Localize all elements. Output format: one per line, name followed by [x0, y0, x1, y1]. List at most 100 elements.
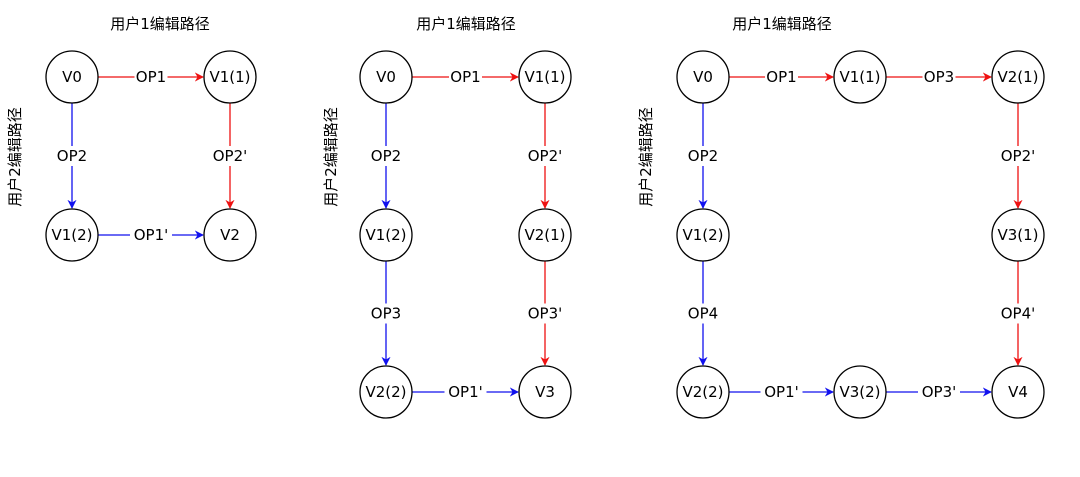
user1-path-title: 用户1编辑路径 [110, 15, 210, 33]
version-node-d2_v1_1: V1(1) [518, 50, 572, 104]
edge-d3_v3_1-to-d3_v4: OP4' [997, 261, 1039, 366]
version-node-circle [203, 50, 257, 104]
version-node-circle [676, 50, 730, 104]
version-node-label: V2(1) [524, 226, 565, 244]
version-node-label: V1(2) [682, 226, 723, 244]
edge-label-background [130, 225, 172, 245]
version-node-circle [518, 365, 572, 419]
edge-label-background [918, 382, 960, 402]
edge-label-background [449, 67, 482, 87]
user2-path-title: 用户2编辑路径 [6, 107, 24, 207]
edge-d2_v1_2-to-d2_v2_2: OP3 [369, 261, 403, 366]
edge-label: OP1' [134, 226, 169, 244]
version-node-d3_v4: V4 [991, 365, 1045, 419]
edge-label-background [765, 67, 798, 87]
edge-label-background [524, 146, 566, 166]
edge-d2_v0-to-d2_v1_2: OP2 [369, 103, 403, 209]
version-node-d2_v1_2: V1(2) [359, 208, 413, 262]
edge-d2_v1_1-to-d2_v2_1: OP2' [524, 103, 566, 209]
edge-label-background [524, 303, 566, 324]
edge-label: OP4 [688, 305, 718, 323]
version-node-label: V1(1) [209, 68, 250, 86]
version-node-d1_v1_1: V1(1) [203, 50, 257, 104]
edge-label-background [369, 303, 403, 324]
edge-label: OP2 [688, 147, 718, 165]
edge-d3_v1_1-to-d3_v2_1: OP3 [886, 67, 992, 87]
version-node-d1_v1_2: V1(2) [45, 208, 99, 262]
version-node-label: V0 [376, 68, 396, 86]
version-node-label: V3(1) [997, 226, 1038, 244]
edge-d2_v2_1-to-d2_v3: OP3' [524, 261, 566, 366]
version-node-label: V1(2) [365, 226, 406, 244]
version-node-label: V0 [693, 68, 713, 86]
user1-path-title: 用户1编辑路径 [416, 15, 516, 33]
edge-label-background [444, 382, 487, 402]
version-node-d3_v2_1: V2(1) [991, 50, 1045, 104]
edge-label: OP2' [1001, 147, 1036, 165]
version-node-d2_v2_2: V2(2) [359, 365, 413, 419]
version-node-d3_v3_2: V3(2) [833, 365, 887, 419]
version-node-label: V3 [535, 383, 555, 401]
version-node-circle [833, 50, 887, 104]
edge-label: OP1 [766, 68, 796, 86]
version-node-d3_v2_2: V2(2) [676, 365, 730, 419]
version-node-d3_v1_2: V1(2) [676, 208, 730, 262]
version-node-circle [991, 208, 1045, 262]
edge-d3_v0-to-d3_v1_2: OP2 [686, 103, 720, 209]
version-node-d2_v2_1: V2(1) [518, 208, 572, 262]
version-node-label: V1(1) [524, 68, 565, 86]
version-node-label: V2(1) [997, 68, 1038, 86]
version-node-label: V1(2) [51, 226, 92, 244]
version-node-circle [991, 50, 1045, 104]
edge-label: OP3' [922, 383, 957, 401]
version-node-circle [359, 365, 413, 419]
edge-d3_v2_2-to-d3_v3_2: OP1' [729, 382, 834, 402]
version-node-circle [518, 208, 572, 262]
version-node-label: V2(2) [682, 383, 723, 401]
edge-d3_v0-to-d3_v1_1: OP1 [729, 67, 834, 87]
edge-label-background [922, 67, 956, 87]
version-node-circle [991, 365, 1045, 419]
version-node-d1_v0: V0 [45, 50, 99, 104]
edge-label-background [997, 146, 1039, 166]
user1-path-title: 用户1编辑路径 [732, 15, 832, 33]
version-node-circle [45, 50, 99, 104]
version-node-label: V2 [220, 226, 240, 244]
version-node-circle [45, 208, 99, 262]
version-node-label: V2(2) [365, 383, 406, 401]
edge-label: OP3 [924, 68, 954, 86]
version-node-d3_v0: V0 [676, 50, 730, 104]
edge-label: OP2 [57, 147, 87, 165]
edge-d2_v2_2-to-d2_v3: OP1' [412, 382, 519, 402]
edge-d1_v1_1-to-d1_v2: OP2' [209, 103, 251, 209]
edge-d3_v1_2-to-d3_v2_2: OP4 [686, 261, 720, 366]
edge-label: OP1' [764, 383, 799, 401]
version-node-d2_v0: V0 [359, 50, 413, 104]
edge-label: OP1 [450, 68, 480, 86]
edge-label: OP2' [213, 147, 248, 165]
edge-d3_v2_1-to-d3_v3_1: OP2' [997, 103, 1039, 209]
version-node-label: V1(1) [839, 68, 880, 86]
user2-path-title: 用户2编辑路径 [637, 107, 655, 207]
edge-label: OP1' [448, 383, 483, 401]
version-node-circle [833, 365, 887, 419]
edge-label: OP3' [528, 305, 563, 323]
edge-label-background [134, 67, 168, 87]
edge-label-background [686, 303, 720, 324]
version-node-label: V3(2) [839, 383, 880, 401]
version-node-d2_v3: V3 [518, 365, 572, 419]
version-node-d1_v2: V2 [203, 208, 257, 262]
edge-d1_v0-to-d1_v1_2: OP2 [55, 103, 89, 209]
user2-path-title: 用户2编辑路径 [322, 107, 340, 207]
edge-label: OP2' [528, 147, 563, 165]
edge-label-background [209, 146, 251, 166]
edge-label: OP1 [136, 68, 166, 86]
edge-label-background [369, 146, 403, 166]
edge-label-background [997, 303, 1039, 324]
edge-label: OP4' [1001, 305, 1036, 323]
version-node-d3_v1_1: V1(1) [833, 50, 887, 104]
version-node-circle [518, 50, 572, 104]
edge-label-background [686, 146, 720, 166]
version-node-circle [676, 208, 730, 262]
